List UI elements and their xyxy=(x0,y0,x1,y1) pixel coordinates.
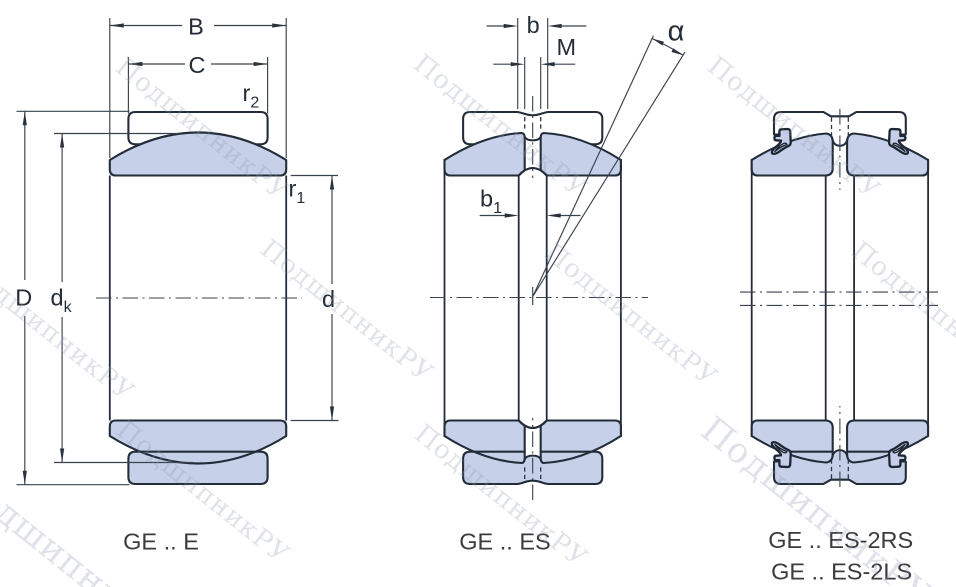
watermark-text: ПодшипникРУ xyxy=(0,253,140,408)
inner-ring-top-right-half xyxy=(539,131,622,177)
dim-label-b1-base: b xyxy=(480,186,493,212)
dim-arrowhead xyxy=(60,448,65,463)
dim-label-B: B xyxy=(188,14,204,40)
alpha-line-1 xyxy=(532,35,654,297)
dim-arrowhead xyxy=(22,111,27,126)
inner-ring-top-left-half xyxy=(750,132,834,177)
bore-groove-arch-bottom xyxy=(517,419,548,430)
figure-ge-es-2rs xyxy=(740,109,938,487)
dim-arrowhead xyxy=(253,61,268,67)
dim-arrowhead xyxy=(547,23,562,29)
sphere-groove-bottom xyxy=(523,454,542,461)
dim-label-dk: dk xyxy=(51,285,73,317)
dim-label-dk-sub: k xyxy=(64,299,73,316)
seal-top-left xyxy=(770,127,792,156)
dim-arrowhead xyxy=(109,23,124,28)
dim-label-b1: b1 xyxy=(480,186,502,218)
dim-arrowhead xyxy=(329,406,335,421)
dim-label-r1-sub: 1 xyxy=(296,190,305,207)
outer-ring-bottom-section-outline xyxy=(127,450,269,486)
inner-ring-bottom-right-half xyxy=(539,419,622,465)
inner-ring-top-section xyxy=(108,131,288,177)
inner-ring-top-right-half xyxy=(846,132,930,177)
dim-label-r1: r1 xyxy=(289,176,306,208)
dim-arrowhead xyxy=(503,23,518,29)
dim-label-r2: r2 xyxy=(243,80,260,112)
bore-groove-arch-top xyxy=(517,166,548,177)
captions: GE .. E GE .. ES GE .. ES-2RS GE .. ES-2LS xyxy=(123,527,913,585)
dim-label-C: C xyxy=(189,52,206,78)
dim-arrowhead xyxy=(540,62,555,67)
dim-arrowhead xyxy=(60,133,65,148)
dim-label-b1-sub: 1 xyxy=(493,200,502,217)
sphere-groove-top xyxy=(523,135,542,142)
dim-arrowhead xyxy=(671,48,684,56)
dim-label-r2-base: r xyxy=(243,80,251,106)
caption-ge-e: GE .. E xyxy=(123,529,199,555)
dim-arrowhead xyxy=(272,23,287,28)
dim-label-b: b xyxy=(527,12,540,38)
seal-body xyxy=(770,127,792,156)
dim-arrowhead xyxy=(546,213,561,218)
caption-ge-es-2ls: GE .. ES-2LS xyxy=(771,559,912,585)
outer-ring-top-section-outline xyxy=(462,110,604,146)
watermark-text: ПодшипникРУ xyxy=(539,238,723,393)
outer-ring-bottom-section-outline xyxy=(462,450,604,486)
dim-label-M: M xyxy=(557,34,577,60)
seal-lip-slot xyxy=(774,142,788,153)
inner-ring-top-left-half xyxy=(443,131,526,177)
inner-ring-bottom-right-half xyxy=(846,419,930,464)
dim-arrowhead xyxy=(329,175,335,190)
watermark-text: ПодшипникРУ xyxy=(846,236,956,391)
dim-label-r1-base: r xyxy=(289,176,297,202)
bore-hole-void-bottom xyxy=(832,446,848,456)
dim-label-dk-base: d xyxy=(51,285,64,311)
caption-ge-es: GE .. ES xyxy=(459,529,550,555)
dim-arrowhead xyxy=(128,61,143,67)
dim-label-D: D xyxy=(15,285,32,311)
dim-arrowhead xyxy=(652,38,664,46)
dim-arrowhead xyxy=(510,62,525,67)
alpha-line-2 xyxy=(532,51,686,297)
dim-arrowhead xyxy=(22,470,27,485)
dim-label-d: d xyxy=(322,286,335,312)
caption-ge-es-2rs: GE .. ES-2RS xyxy=(768,527,913,553)
dim-label-alpha: α xyxy=(668,16,685,48)
watermark-text: ПодшипникРУ xyxy=(255,234,439,389)
dim-arrowhead xyxy=(504,213,519,218)
dim-label-r2-sub: 2 xyxy=(250,95,259,112)
